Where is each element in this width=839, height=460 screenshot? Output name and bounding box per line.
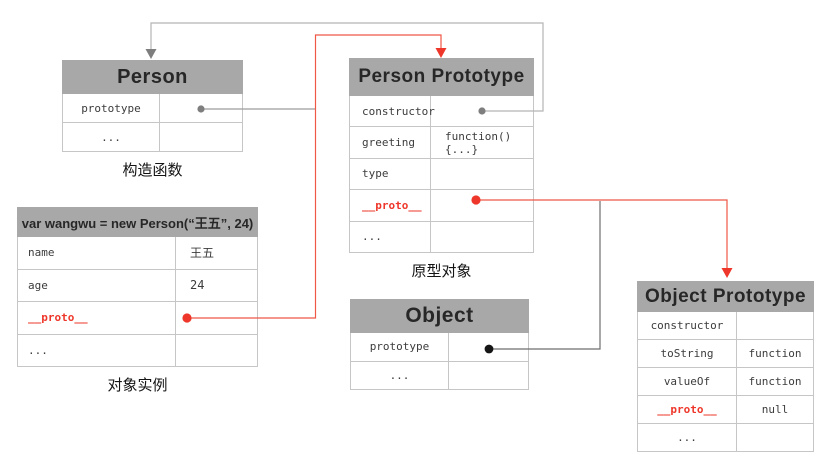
table-row: ...	[351, 361, 528, 390]
row-label: toString	[638, 340, 737, 367]
table-row: prototype	[351, 333, 528, 362]
row-value	[431, 159, 533, 189]
table-row: constructor	[350, 96, 533, 128]
arrowhead-into-object-prototype-icon	[721, 268, 733, 278]
instance-table-caption: 对象实例	[107, 377, 168, 394]
row-value	[449, 362, 528, 390]
row-label: constructor	[350, 96, 435, 127]
row-label: ...	[638, 424, 737, 451]
row-value	[176, 335, 257, 367]
person-prototype-table-caption: 原型对象	[411, 262, 472, 280]
instance-table: var wangwu = new Person(“王五”, 24) name 王…	[17, 207, 258, 395]
row-value	[449, 333, 528, 361]
arrowhead-into-person-prototype-icon	[435, 48, 447, 58]
row-value	[160, 94, 242, 122]
object-table-title: Object	[350, 299, 529, 333]
row-label: constructor	[638, 312, 737, 339]
object-prototype-table-title: Object Prototype	[637, 281, 814, 312]
person-table-caption: 构造函数	[122, 162, 183, 179]
person-table: Person prototype ... 构造函数	[62, 60, 243, 180]
row-label: greeting	[350, 127, 431, 158]
instance-table-title: var wangwu = new Person(“王五”, 24)	[17, 207, 258, 237]
person-prototype-table: Person Prototype constructor greeting fu…	[349, 58, 534, 281]
row-value: function	[748, 347, 802, 360]
table-row: age 24	[18, 269, 257, 302]
table-row: __proto__	[350, 190, 533, 222]
row-label: ...	[63, 123, 160, 151]
row-value	[160, 123, 242, 151]
proto-row-label: __proto__	[638, 396, 737, 423]
row-value	[431, 190, 533, 220]
table-row: name 王五	[18, 237, 257, 270]
table-row: __proto__	[18, 302, 257, 335]
proto-row-label: __proto__	[350, 190, 431, 221]
person-table-title: Person	[62, 60, 243, 94]
table-row: __proto__ null	[638, 396, 813, 424]
row-value: null	[761, 403, 789, 416]
table-row: ...	[63, 123, 242, 151]
row-label: type	[350, 158, 431, 190]
table-row: greeting function(){...}	[350, 127, 533, 159]
row-label: ...	[350, 221, 431, 252]
row-value: 24	[190, 278, 205, 293]
row-value: function	[748, 375, 802, 388]
arrowhead-into-person-icon	[145, 49, 157, 59]
row-value: function(){...}	[445, 129, 512, 156]
person-prototype-table-title: Person Prototype	[349, 58, 534, 96]
row-value	[431, 96, 533, 126]
row-value: 王五	[190, 246, 215, 261]
object-table: Object prototype ...	[350, 299, 529, 390]
table-row: toString function	[638, 340, 813, 368]
row-label: name	[18, 237, 176, 269]
proto-row-label: __proto__	[18, 302, 176, 334]
row-label: prototype	[63, 94, 160, 122]
row-value	[737, 424, 813, 451]
object-prototype-table: Object Prototype constructor toString fu…	[637, 281, 814, 452]
table-row: valueOf function	[638, 368, 813, 396]
row-label: ...	[18, 334, 176, 366]
table-row: constructor	[638, 312, 813, 340]
row-label: valueOf	[638, 368, 737, 395]
row-label: prototype	[351, 333, 449, 361]
table-row: prototype	[63, 94, 242, 123]
row-value	[737, 312, 813, 339]
table-row: type	[350, 158, 533, 191]
table-row: ...	[350, 221, 533, 252]
table-row: ...	[638, 424, 813, 451]
table-row: ...	[18, 334, 257, 367]
row-label: ...	[351, 361, 449, 389]
row-label: age	[18, 269, 176, 301]
row-value	[176, 302, 257, 334]
row-value	[431, 222, 533, 252]
